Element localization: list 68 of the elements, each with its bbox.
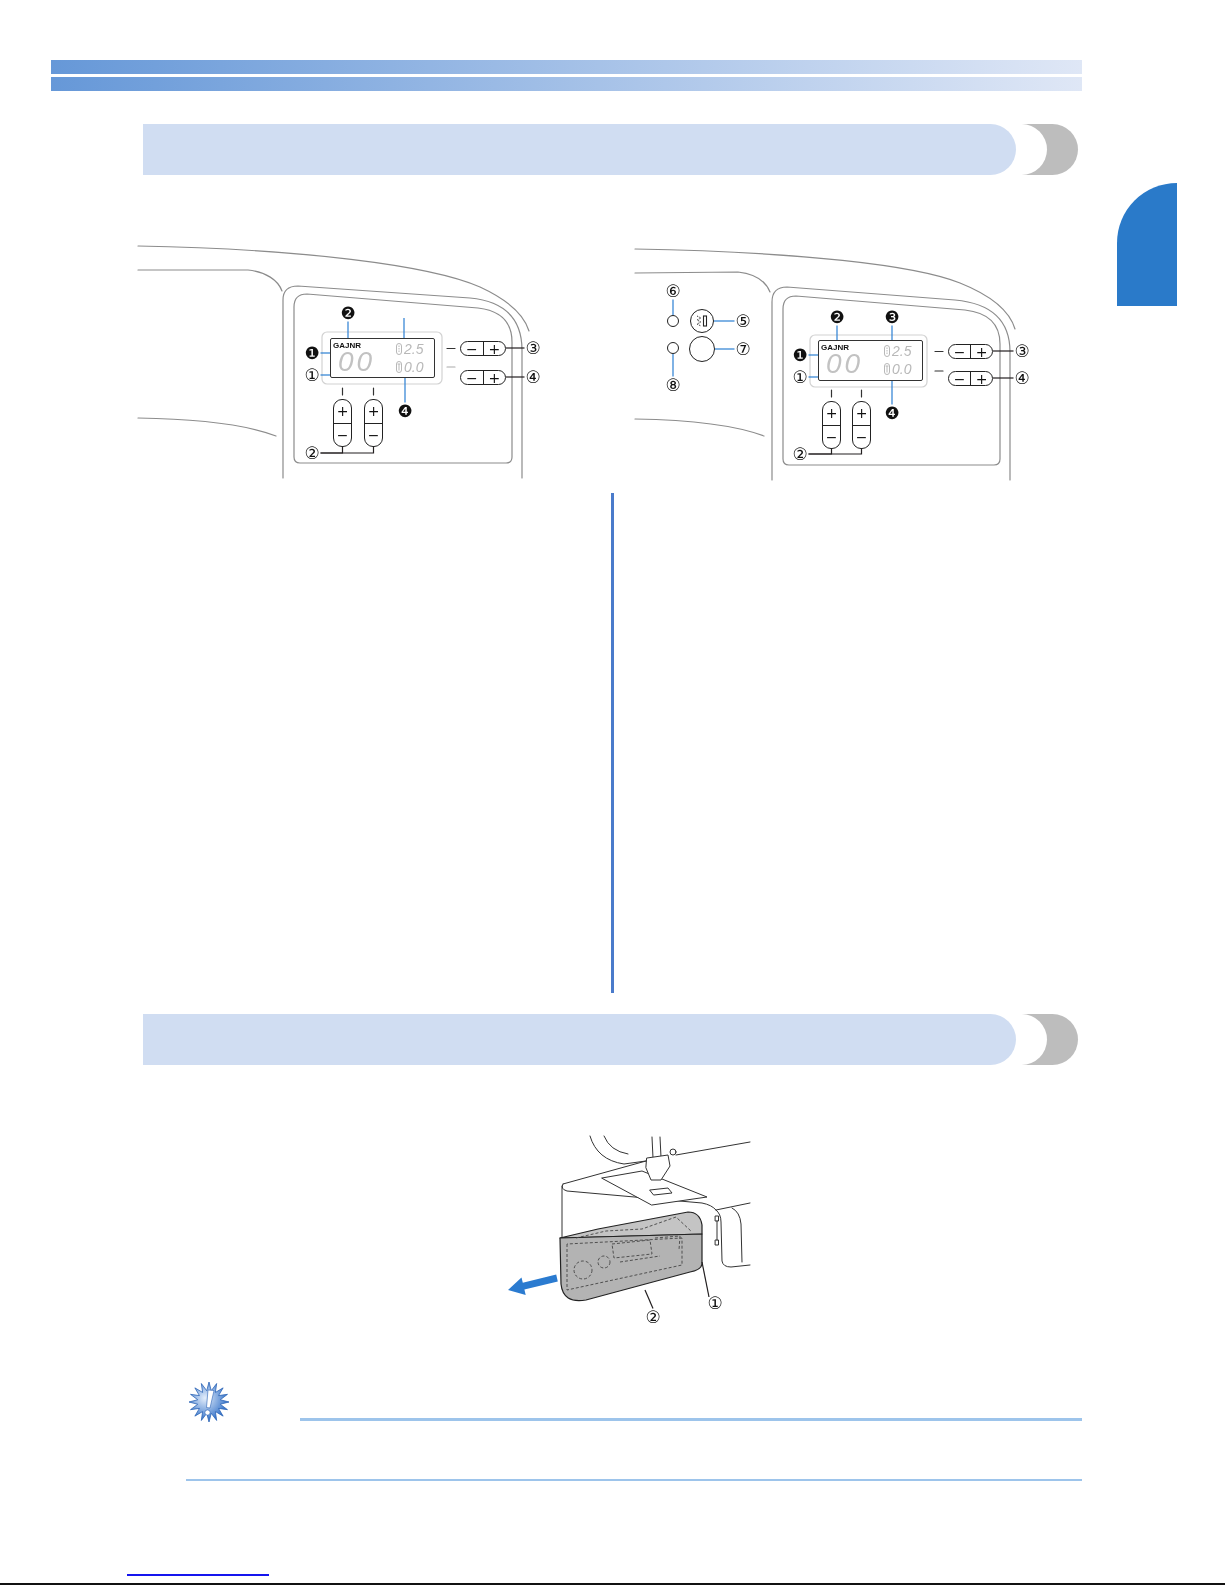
leader-line	[992, 350, 1015, 352]
display-digits: 00	[338, 348, 376, 376]
adjust-button: − +	[460, 341, 506, 356]
round-button	[690, 309, 714, 333]
callout-number: ①	[791, 368, 809, 386]
leader-line	[891, 324, 893, 341]
leader-line	[807, 354, 819, 356]
lcd-display	[330, 338, 435, 378]
callout-number: ❹	[396, 402, 414, 420]
accessory-compartment	[559, 1211, 703, 1302]
leader-line	[672, 298, 674, 316]
callout-number: ⑧	[664, 376, 682, 394]
adjust-button: + −	[364, 399, 383, 447]
leader-line	[319, 374, 331, 376]
callout-number: ❶	[303, 344, 321, 362]
leader-line	[404, 377, 406, 404]
leader-line	[714, 348, 736, 350]
callout-number: ②	[303, 444, 321, 462]
callout-number: ⑤	[734, 312, 752, 330]
callout-number: ①	[303, 366, 321, 384]
callout-number: ❹	[883, 404, 901, 422]
display-value: 0.0	[404, 360, 424, 374]
leader-line	[992, 377, 1015, 379]
indicator-lamp	[667, 342, 679, 354]
adjust-button: + −	[852, 401, 871, 449]
display-digits: 00	[826, 350, 864, 378]
callout-number: ❷	[339, 304, 357, 322]
display-label: GAJNR	[333, 341, 361, 350]
callout-number: ④	[1013, 369, 1031, 387]
callout-number: ❷	[828, 308, 846, 326]
adjust-button: + −	[333, 399, 352, 447]
leader-line	[319, 352, 331, 354]
callout-number: ⑥	[664, 282, 682, 300]
leader-line	[319, 446, 375, 454]
lcd-display	[818, 340, 923, 381]
callout-number: ❸	[883, 308, 901, 326]
leader-line	[836, 324, 838, 341]
display-value: 0.0	[892, 362, 912, 376]
leader-line	[701, 1261, 710, 1298]
leader-line	[347, 320, 349, 339]
accessories	[566, 1216, 693, 1291]
leader-line	[891, 380, 893, 406]
adjust-button: − +	[948, 344, 993, 359]
adjust-button: − +	[948, 371, 993, 386]
display-value: 2.5	[404, 342, 424, 356]
adjust-button: + −	[822, 401, 841, 449]
round-button	[689, 336, 715, 362]
display-label: GAJNR	[821, 343, 849, 352]
callout-number: ③	[524, 339, 542, 357]
leader-line	[807, 448, 863, 455]
leader-line	[403, 317, 405, 339]
callout-number: ⑦	[734, 340, 752, 358]
leader-line	[672, 353, 674, 378]
indicator-lamp	[667, 315, 679, 327]
callout-number: ②	[644, 1308, 662, 1326]
leader-line	[713, 320, 736, 322]
display-value: 2.5	[892, 344, 912, 358]
leader-line	[505, 347, 526, 349]
callout-number: ①	[706, 1294, 724, 1312]
callout-number: ②	[791, 445, 809, 463]
leader-line	[807, 376, 819, 378]
leader-line	[644, 1289, 654, 1310]
callout-number: ❶	[791, 346, 809, 364]
callout-number: ③	[1013, 342, 1031, 360]
leader-line	[505, 376, 526, 378]
chapter-tab	[1117, 183, 1177, 306]
callout-number: ④	[524, 368, 542, 386]
adjust-button: − +	[460, 370, 506, 385]
